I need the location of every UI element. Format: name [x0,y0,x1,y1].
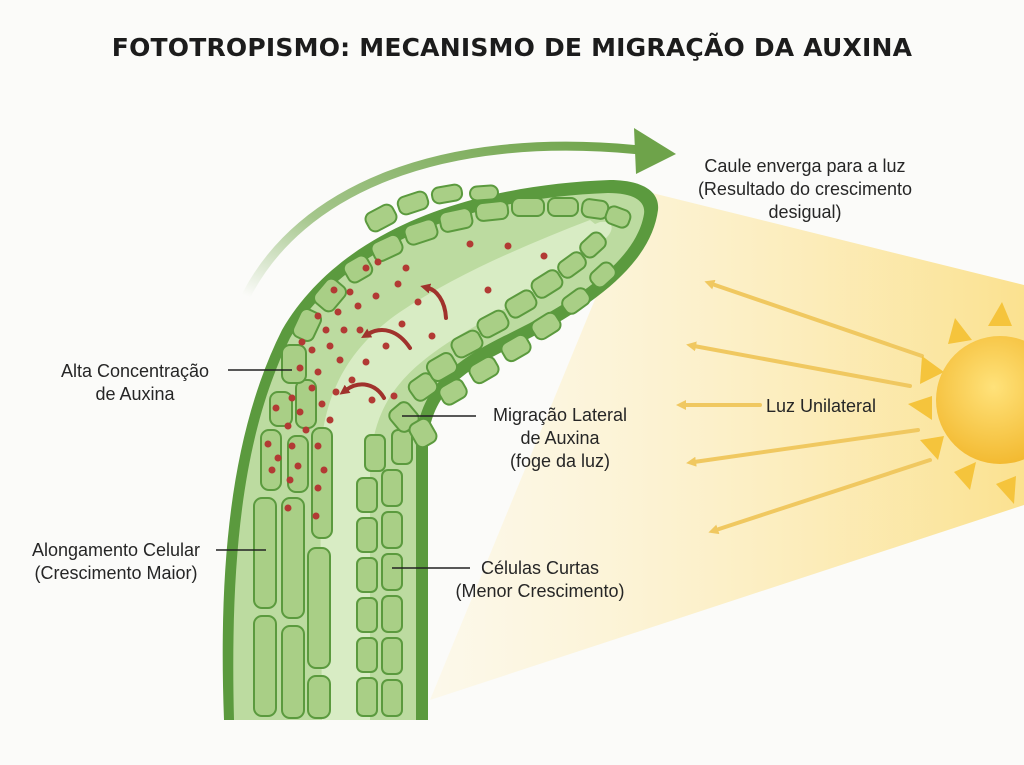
bend-arrow-head [634,128,676,174]
light-beam [430,190,1024,700]
light-ray-arrow [686,428,920,467]
stem-inner-fill [320,220,600,720]
light-ray-arrow [708,458,932,535]
auxin-migration-arrows [339,283,448,400]
auxin-migration-arrow [420,283,448,320]
page-title: FOTOTROPISMO: MECANISMO DE MIGRAÇÃO DA A… [111,33,913,62]
bend-label: Caule enverga para a luz (Resultado do c… [697,156,913,222]
auxin-particles [264,240,548,520]
auxin-migration-arrow [339,382,386,400]
light-rays [676,279,932,535]
light-ray-arrow [686,341,912,388]
sun-icon [908,302,1024,504]
leader-lines [216,369,476,569]
curve-cells-inner [388,231,617,449]
elongation-label: Alongamento Celular (Crescimento Maior) [31,540,201,583]
auxin-migration-arrow [361,328,412,350]
short-cells [356,429,413,717]
migration-label: Migração Lateral de Auxina (foge da luz) [492,405,628,471]
curve-cells-outer [291,183,632,342]
high-auxin-label: Alta Concentração de Auxina [60,361,210,404]
light-label: Luz Unilateral [766,396,877,416]
bend-direction-arrow [241,141,645,301]
short-cells-label: Células Curtas (Menor Crescimento) [455,558,625,601]
light-ray-arrow [704,279,924,358]
